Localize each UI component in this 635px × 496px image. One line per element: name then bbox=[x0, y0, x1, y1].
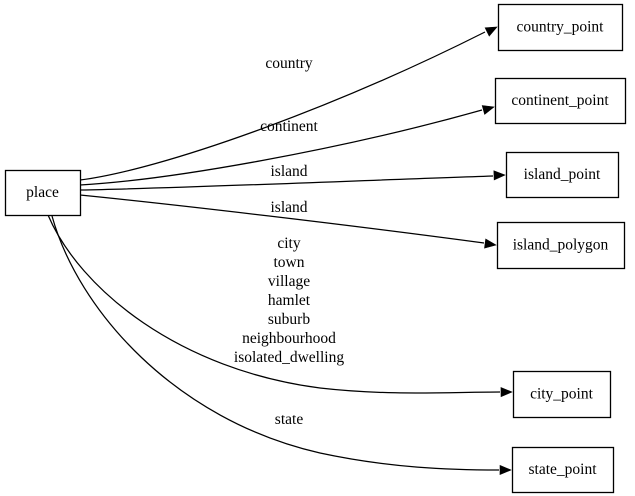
node-box[interactable] bbox=[511, 446, 615, 494]
edge-line bbox=[79, 109, 483, 186]
edge-label-line: town bbox=[274, 254, 305, 271]
nodes-layer: place country_point continent_point island_… bbox=[4, 3, 627, 494]
node-box[interactable] bbox=[4, 169, 82, 217]
node-country_point[interactable]: country_point bbox=[497, 3, 624, 52]
edge-label-line: city bbox=[277, 235, 300, 252]
arrowhead-icon bbox=[493, 170, 506, 181]
node-label: continent_point bbox=[511, 92, 609, 109]
node-box[interactable] bbox=[496, 221, 626, 270]
edge-label-place-to-state_point: state bbox=[275, 411, 304, 428]
node-box[interactable] bbox=[497, 3, 624, 52]
arrowhead-icon bbox=[500, 387, 513, 398]
node-city_point[interactable]: city_point bbox=[512, 370, 612, 419]
edge-place-to-country_point bbox=[79, 26, 498, 181]
node-island_polygon[interactable]: island_polygon bbox=[496, 221, 626, 270]
node-state_point[interactable]: state_point bbox=[511, 446, 615, 494]
arrowhead-icon bbox=[484, 26, 498, 37]
edge-label-place-to-island_polygon: island bbox=[270, 199, 307, 216]
edge-label-place-to-country_point: country bbox=[265, 55, 313, 72]
edge-place-to-island_polygon bbox=[79, 194, 497, 249]
edge-label-line: neighbourhood bbox=[242, 330, 336, 347]
node-label: state_point bbox=[528, 461, 597, 478]
node-box[interactable] bbox=[494, 77, 627, 125]
arrowhead-icon bbox=[499, 464, 512, 476]
node-label: city_point bbox=[530, 386, 594, 403]
edge-place-to-island_point bbox=[79, 170, 506, 191]
edge-labels-layer: country continent island island city town vill… bbox=[234, 55, 344, 428]
arrowhead-icon bbox=[484, 238, 497, 249]
edge-label-place-to-continent_point: continent bbox=[260, 118, 318, 135]
edge-label-line: isolated_dwelling bbox=[234, 349, 344, 366]
node-label: country_point bbox=[517, 19, 605, 36]
edge-label-line: hamlet bbox=[268, 292, 311, 309]
edge-label-place-to-island_point: island bbox=[270, 163, 307, 180]
edges-layer bbox=[47, 26, 513, 476]
edge-label-place-to-city_point: city town village hamlet suburb neighbourhood… bbox=[234, 235, 344, 366]
node-continent_point[interactable]: continent_point bbox=[494, 77, 627, 125]
node-box[interactable] bbox=[512, 370, 612, 419]
node-place[interactable]: place bbox=[4, 169, 82, 217]
edge-label-line: village bbox=[268, 273, 310, 290]
node-island_point[interactable]: island_point bbox=[505, 151, 620, 199]
edge-label-line: suburb bbox=[268, 311, 310, 328]
node-label: place bbox=[26, 184, 59, 201]
edge-line bbox=[47, 214, 501, 394]
edge-line bbox=[79, 175, 494, 191]
arrowhead-icon bbox=[481, 105, 495, 115]
edge-line bbox=[51, 215, 500, 471]
node-label: island_point bbox=[524, 166, 601, 183]
node-label: island_polygon bbox=[513, 237, 609, 254]
edge-place-to-state_point bbox=[51, 215, 512, 476]
edge-place-to-city_point bbox=[47, 214, 513, 398]
edge-line bbox=[79, 31, 486, 181]
edge-line bbox=[79, 194, 485, 244]
node-box[interactable] bbox=[505, 151, 620, 199]
edge-place-to-continent_point bbox=[79, 105, 495, 186]
